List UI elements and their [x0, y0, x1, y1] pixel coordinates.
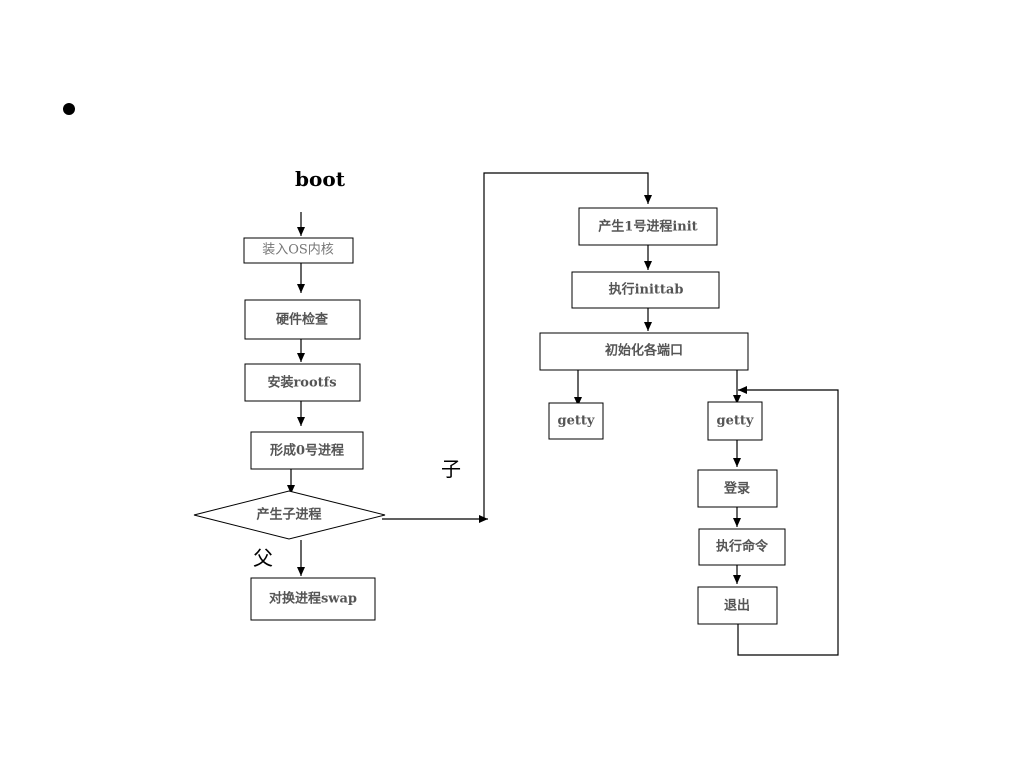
node-getty-right: getty	[707, 401, 763, 441]
svg-text:getty: getty	[558, 414, 595, 429]
svg-text:安装rootfs: 安装rootfs	[267, 375, 336, 391]
svg-text:形成0号进程: 形成0号进程	[270, 443, 344, 459]
svg-text:产生1号进程init: 产生1号进程init	[598, 219, 697, 235]
edge-logout-loop-back	[737, 386, 839, 656]
svg-text:退出: 退出	[724, 598, 750, 614]
node-login: 登录	[697, 469, 778, 508]
node-fork-child-decision: 产生子进程	[193, 490, 386, 540]
boot-title: boot	[295, 167, 346, 191]
node-swap-process: 对换进程swap	[250, 577, 376, 621]
node-create-init: 产生1号进程init	[578, 207, 718, 246]
node-getty-left: getty	[548, 402, 604, 440]
svg-text:对换进程swap: 对换进程swap	[269, 591, 357, 607]
edge-label-parent: 父	[253, 546, 273, 570]
node-init-ports: 初始化各端口	[539, 332, 749, 371]
edge-child-to-init	[483, 172, 652, 519]
node-load-kernel: 装入OS内核	[243, 237, 354, 264]
node-form-proc0: 形成0号进程	[250, 431, 364, 470]
node-logout: 退出	[697, 586, 778, 625]
node-hardware-check: 硬件检查	[244, 299, 361, 340]
node-exec-command: 执行命令	[698, 528, 786, 566]
svg-text:硬件检查: 硬件检查	[276, 312, 329, 328]
svg-text:装入OS内核: 装入OS内核	[262, 242, 334, 258]
svg-text:getty: getty	[717, 414, 754, 429]
node-mount-rootfs: 安装rootfs	[244, 363, 361, 402]
svg-text:执行命令: 执行命令	[716, 539, 769, 555]
node-exec-inittab: 执行inittab	[571, 271, 720, 309]
svg-text:初始化各端口: 初始化各端口	[605, 343, 683, 359]
bullet-point	[63, 103, 75, 115]
edge-label-child: 子	[441, 457, 461, 481]
svg-text:产生子进程: 产生子进程	[256, 507, 321, 523]
svg-text:登录: 登录	[723, 481, 750, 497]
svg-text:执行inittab: 执行inittab	[609, 282, 684, 298]
